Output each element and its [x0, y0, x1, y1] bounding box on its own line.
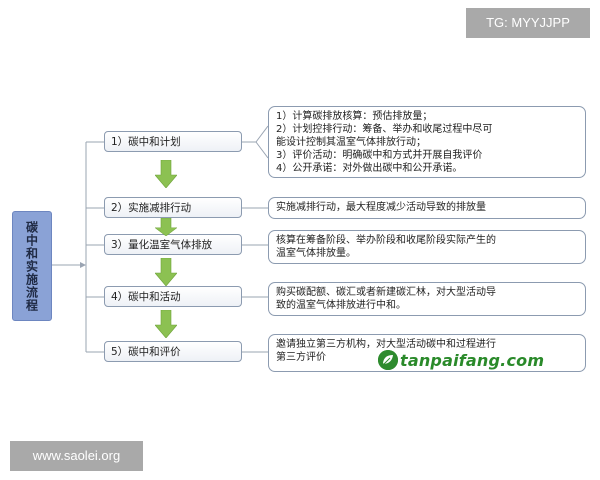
detail-line: 温室气体排放量。	[276, 248, 356, 259]
step-5-box: 5）碳中和评价	[104, 341, 242, 362]
detail-line: 核算在筹备阶段、举办阶段和收尾阶段实际产生的	[276, 235, 496, 246]
detail-line: 2）计划控排行动：筹备、举办和收尾过程中尽可	[276, 124, 493, 135]
detail-line: 致的温室气体排放进行中和。	[276, 300, 406, 311]
root-node: 碳中和实施流程	[12, 211, 52, 321]
logo-text: tanpaifang.com	[400, 350, 545, 370]
step-1-box: 1）碳中和计划	[104, 131, 242, 152]
detail-line: 实施减排行动，最大程度减少活动导致的排放量	[276, 202, 486, 213]
detail-line: 4）公开承诺：对外做出碳中和公开承诺。	[276, 163, 463, 174]
step-1-detail: 1）计算碳排放核算：预估排放量； 2）计划控排行动：筹备、举办和收尾过程中尽可 …	[268, 106, 586, 178]
step-5-detail: 邀请独立第三方机构，对大型活动碳中和过程进行 第三方评价	[268, 334, 586, 372]
detail-line: 第三方评价	[276, 352, 326, 363]
detail-line: 邀请独立第三方机构，对大型活动碳中和过程进行	[276, 339, 496, 350]
detail-line: 购买碳配额、碳汇或者新建碳汇林，对大型活动导	[276, 287, 496, 298]
detail-line: 3）评价活动：明确碳中和方式并开展自我评价	[276, 150, 483, 161]
down-arrow-icon	[155, 258, 177, 286]
down-arrow-icon	[155, 160, 177, 188]
watermark-top-right: TG: MYYJJPP	[466, 8, 590, 38]
step-3-detail: 核算在筹备阶段、举办阶段和收尾阶段实际产生的 温室气体排放量。	[268, 230, 586, 264]
site-logo: tanpaifang.com	[378, 349, 590, 371]
step-4-detail: 购买碳配额、碳汇或者新建碳汇林，对大型活动导 致的温室气体排放进行中和。	[268, 282, 586, 316]
step-2-detail: 实施减排行动，最大程度减少活动导致的排放量	[268, 197, 586, 219]
down-arrow-icon	[155, 310, 177, 338]
watermark-bottom-left: www.saolei.org	[10, 441, 143, 471]
step-4-box: 4）碳中和活动	[104, 286, 242, 307]
step-2-box: 2）实施减排行动	[104, 197, 242, 218]
step-3-box: 3）量化温室气体排放	[104, 234, 242, 255]
detail-line: 1）计算碳排放核算：预估排放量；	[276, 111, 433, 122]
detail-line: 能设计控制其温室气体排放行动；	[276, 137, 426, 148]
root-label: 碳中和实施流程	[24, 220, 39, 312]
down-arrow-icon	[155, 218, 177, 236]
leaf-icon	[378, 350, 398, 370]
